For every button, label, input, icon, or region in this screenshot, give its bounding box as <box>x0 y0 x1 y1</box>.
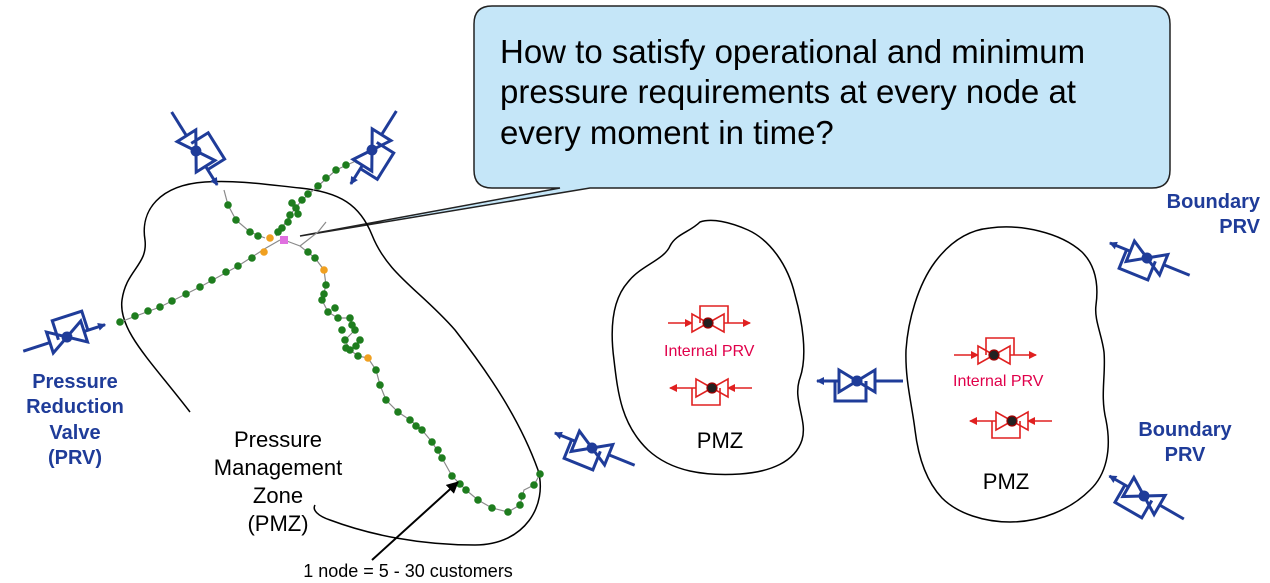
prv-left-label: Pressure Reduction Valve (PRV) <box>26 371 124 470</box>
pipe-nw <box>223 189 266 239</box>
internal-prv-right-2-icon <box>970 412 1052 438</box>
node-pointer-arrow <box>371 481 459 561</box>
prv-left-icon <box>17 306 108 362</box>
boundary-prv-bottom-label: Boundary PRV <box>1138 419 1232 467</box>
prv-boundary-bottom-icon <box>1099 466 1189 536</box>
pmz-right-label: PMZ <box>982 469 1030 494</box>
pmz-middle-boundary <box>611 219 805 476</box>
pmz-main-label: Pressure Management Zone (PMZ) <box>213 427 343 536</box>
internal-prv-middle-1-icon <box>668 306 750 332</box>
internal-prv-right-label: Internal PRV <box>953 373 1044 390</box>
prv-top-left-icon <box>162 101 234 190</box>
internal-prv-right-1-icon <box>954 338 1036 364</box>
nodes-green <box>116 156 544 516</box>
internal-prv-middle-label: Internal PRV <box>664 343 755 360</box>
prv-between-middle-right-icon <box>817 370 903 401</box>
internal-prv-middle-2-icon <box>670 379 752 405</box>
network-graph <box>116 151 544 516</box>
nodes-orange <box>260 234 372 362</box>
callout-text: How to satisfy operational and minimum p… <box>500 33 1086 151</box>
pipe-west <box>119 239 281 323</box>
callout-bubble <box>299 5 1171 237</box>
pmz-middle-label: PMZ <box>696 428 744 453</box>
prv-between-main-middle-icon <box>547 423 638 484</box>
pmz-right-boundary <box>905 226 1109 523</box>
pipe-branch <box>299 221 327 247</box>
prv-top-right-icon <box>341 105 413 194</box>
prv-boundary-top-icon <box>1102 233 1193 294</box>
boundary-prv-top-label: Boundary PRV <box>1166 191 1260 239</box>
pmz-main-boundary <box>120 180 542 546</box>
node-note-label: 1 node = 5 - 30 customers <box>303 561 513 581</box>
node-highlight <box>280 236 288 244</box>
